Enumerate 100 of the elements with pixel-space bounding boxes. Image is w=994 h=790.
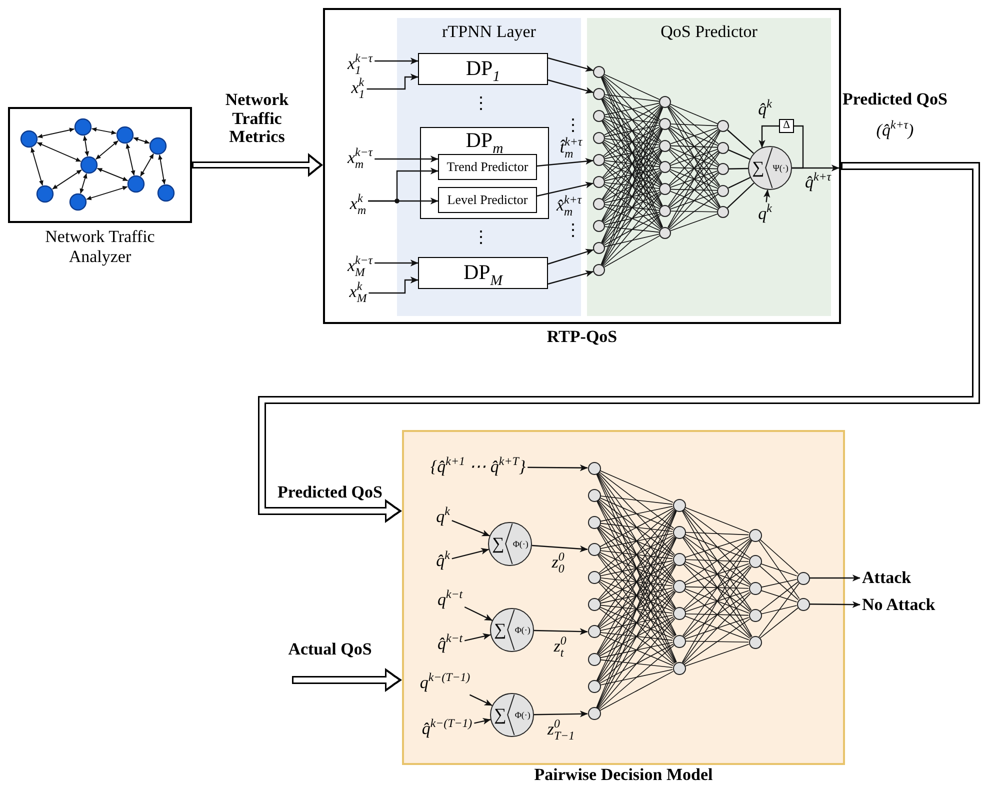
module-box: DP$_{1}$ bbox=[418, 53, 548, 85]
connection-line bbox=[602, 172, 662, 266]
connection-line bbox=[597, 554, 676, 664]
arrow bbox=[548, 57, 594, 72]
connection-line bbox=[602, 106, 662, 178]
neuron-circle bbox=[717, 184, 729, 196]
summation-neuron bbox=[490, 608, 534, 652]
neuron-circle bbox=[593, 88, 605, 100]
connection-line bbox=[604, 226, 660, 233]
arrow bbox=[532, 544, 588, 552]
connection-line bbox=[602, 142, 662, 207]
connection-line bbox=[604, 212, 660, 226]
arrow bbox=[368, 198, 438, 204]
connection-line bbox=[598, 564, 676, 654]
neuron-circle bbox=[659, 96, 671, 108]
vertical-ellipsis: ⋮ bbox=[564, 222, 582, 240]
connection-line bbox=[684, 508, 750, 558]
connection-line bbox=[728, 149, 750, 160]
connection-line bbox=[602, 120, 662, 206]
connection-line bbox=[600, 578, 673, 586]
arrow bbox=[374, 260, 418, 266]
arrow bbox=[374, 156, 438, 162]
neuron-circle bbox=[717, 163, 729, 175]
connection-line bbox=[600, 77, 664, 228]
edge-label: Actual QoS bbox=[288, 640, 372, 660]
arrow bbox=[548, 270, 594, 285]
connection-line bbox=[600, 496, 673, 505]
connection-line bbox=[760, 566, 798, 600]
arrow bbox=[536, 158, 594, 167]
vertical-ellipsis: ⋮ bbox=[472, 228, 490, 248]
activation-label: Φ(·) bbox=[514, 710, 530, 720]
connection-line bbox=[598, 472, 675, 555]
connection-line bbox=[602, 76, 662, 163]
connection-line bbox=[685, 640, 749, 642]
neuron-circle bbox=[748, 528, 762, 542]
frame-title: RTP-QoS bbox=[546, 327, 618, 347]
connection-line bbox=[760, 582, 798, 612]
connection-line bbox=[596, 564, 676, 708]
band-title: rTPNN Layer bbox=[442, 22, 536, 42]
variable-label: q̂$^{k−(T−1)}$ bbox=[422, 719, 472, 739]
sum-symbol: ∑ bbox=[492, 534, 504, 554]
connection-line bbox=[603, 214, 661, 266]
connection-line bbox=[670, 210, 718, 212]
connection-line bbox=[598, 618, 674, 683]
connection-line bbox=[604, 148, 660, 180]
connection-line bbox=[603, 75, 661, 120]
activation-label: Φ(·) bbox=[512, 538, 528, 550]
neuron-circle bbox=[593, 198, 605, 210]
connection-line bbox=[669, 105, 719, 144]
connection-line bbox=[604, 124, 660, 138]
connection-line bbox=[598, 590, 674, 656]
connection-line bbox=[602, 76, 662, 142]
block-arrow bbox=[258, 162, 980, 523]
connection-line bbox=[604, 192, 660, 224]
connection-line bbox=[599, 644, 674, 684]
connection-line bbox=[596, 473, 676, 609]
connection-line bbox=[727, 130, 754, 154]
sum-symbol: ∑ bbox=[494, 704, 506, 724]
arrow bbox=[469, 694, 492, 706]
arrow bbox=[474, 718, 491, 725]
neuron-circle bbox=[659, 226, 671, 239]
neuron-circle bbox=[588, 680, 600, 693]
connection-line bbox=[600, 579, 674, 612]
summation-neuron bbox=[748, 146, 792, 190]
connection-line bbox=[602, 193, 662, 266]
connection-line bbox=[684, 644, 750, 666]
connection-line bbox=[596, 473, 676, 636]
connection-line bbox=[598, 580, 674, 638]
block-arrow bbox=[292, 668, 402, 692]
arrow bbox=[536, 182, 594, 197]
arrow bbox=[534, 628, 588, 635]
summation-neuron bbox=[490, 693, 534, 737]
connection-line bbox=[597, 592, 676, 709]
connection-line bbox=[598, 508, 674, 574]
neuron-circle bbox=[588, 543, 600, 556]
connection-line bbox=[604, 146, 660, 160]
edge-label: Network Traffic Metrics bbox=[224, 90, 290, 148]
neuron-circle bbox=[593, 220, 605, 232]
connection-line bbox=[760, 608, 798, 638]
panel-caption: Network Traffic Analyzer bbox=[44, 227, 156, 266]
neuron-circle bbox=[672, 552, 686, 566]
neuron-circle bbox=[588, 707, 600, 720]
arrow bbox=[452, 548, 490, 560]
connection-line bbox=[792, 125, 804, 169]
connection-line bbox=[670, 188, 718, 191]
connection-line bbox=[598, 526, 675, 610]
neuron-circle bbox=[796, 572, 810, 584]
connection-line bbox=[604, 126, 660, 158]
connection-line bbox=[682, 540, 752, 663]
connection-line bbox=[604, 234, 660, 248]
connection-line bbox=[603, 149, 661, 200]
connection-line bbox=[684, 507, 750, 533]
summation-neuron bbox=[488, 522, 532, 566]
connection-line bbox=[598, 526, 674, 584]
connection-line bbox=[600, 560, 673, 576]
connection-line bbox=[728, 176, 750, 188]
connection-line bbox=[602, 128, 662, 200]
connection-line bbox=[598, 582, 675, 664]
connection-line bbox=[602, 98, 662, 185]
connection-line bbox=[598, 536, 676, 628]
